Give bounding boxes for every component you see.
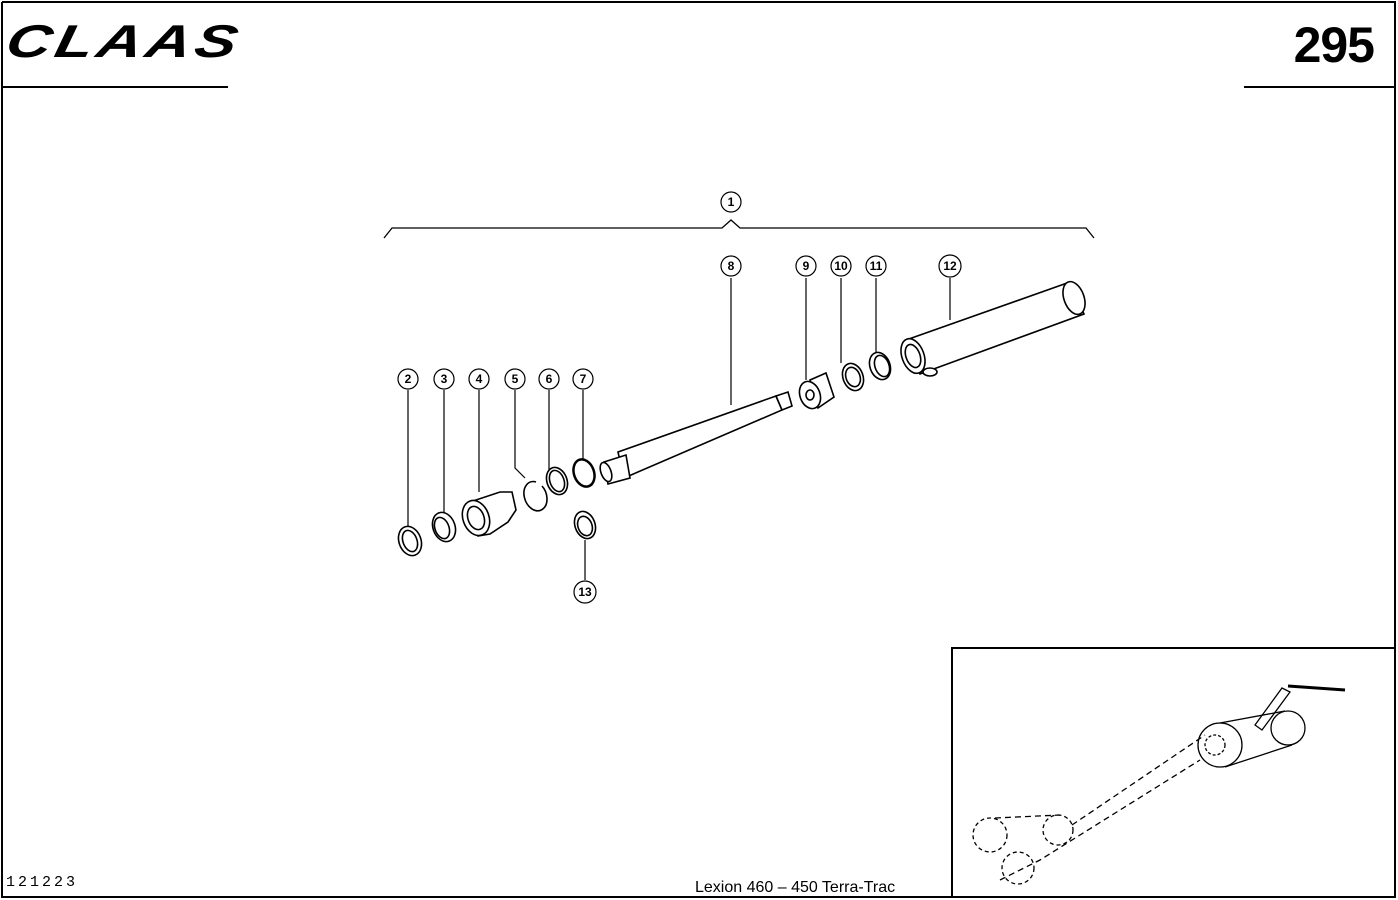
part-12-cylinder-tube xyxy=(900,280,1086,377)
callout-6: 6 xyxy=(538,368,560,390)
document-number: 121223 xyxy=(6,874,79,891)
claas-logo: CLAAS xyxy=(1,15,247,67)
svg-text:2: 2 xyxy=(405,372,412,386)
callout-1: 1 xyxy=(720,191,742,213)
svg-text:9: 9 xyxy=(803,259,810,273)
page-number: 295 xyxy=(1293,17,1375,73)
svg-text:7: 7 xyxy=(580,372,587,386)
svg-text:3: 3 xyxy=(441,372,448,386)
part-6-o-ring xyxy=(545,466,569,496)
callout-11: 11 xyxy=(865,255,887,277)
part-4-guide-head xyxy=(461,491,517,537)
callout-3: 3 xyxy=(433,368,455,390)
assembly-bracket xyxy=(383,219,1095,239)
svg-text:12: 12 xyxy=(943,259,957,273)
part-2-wiper-seal xyxy=(397,525,423,557)
callout-12: 12 xyxy=(938,254,962,278)
callout-7: 7 xyxy=(572,368,594,390)
callouts: 1 2 3 4 5 6 7 8 9 10 11 12 13 xyxy=(397,191,962,604)
part-10-seal xyxy=(841,362,865,392)
part-8-piston-rod xyxy=(599,390,793,486)
callout-2: 2 xyxy=(397,368,419,390)
callout-8: 8 xyxy=(720,255,742,277)
svg-text:10: 10 xyxy=(834,259,848,273)
svg-text:13: 13 xyxy=(578,585,592,599)
svg-text:1: 1 xyxy=(728,195,735,209)
svg-text:8: 8 xyxy=(728,259,735,273)
callout-5: 5 xyxy=(504,368,526,390)
part-11-seal xyxy=(868,351,892,381)
model-caption: Lexion 460 – 450 Terra-Trac xyxy=(695,879,896,896)
svg-text:11: 11 xyxy=(870,259,883,273)
callout-4: 4 xyxy=(468,368,490,390)
parts xyxy=(397,280,1086,557)
svg-text:4: 4 xyxy=(476,372,483,386)
leader-lines xyxy=(407,278,951,580)
svg-text:6: 6 xyxy=(546,372,553,386)
callout-9: 9 xyxy=(795,255,817,277)
part-7-o-ring xyxy=(572,458,596,488)
part-5-snap-ring xyxy=(523,480,548,512)
callout-13: 13 xyxy=(573,580,597,604)
locator-inset-drawing xyxy=(972,684,1346,885)
part-3-seal xyxy=(431,511,457,543)
svg-text:5: 5 xyxy=(512,372,519,386)
part-13-ring xyxy=(573,510,597,540)
callout-10: 10 xyxy=(830,255,852,277)
part-9-piston xyxy=(798,371,835,410)
